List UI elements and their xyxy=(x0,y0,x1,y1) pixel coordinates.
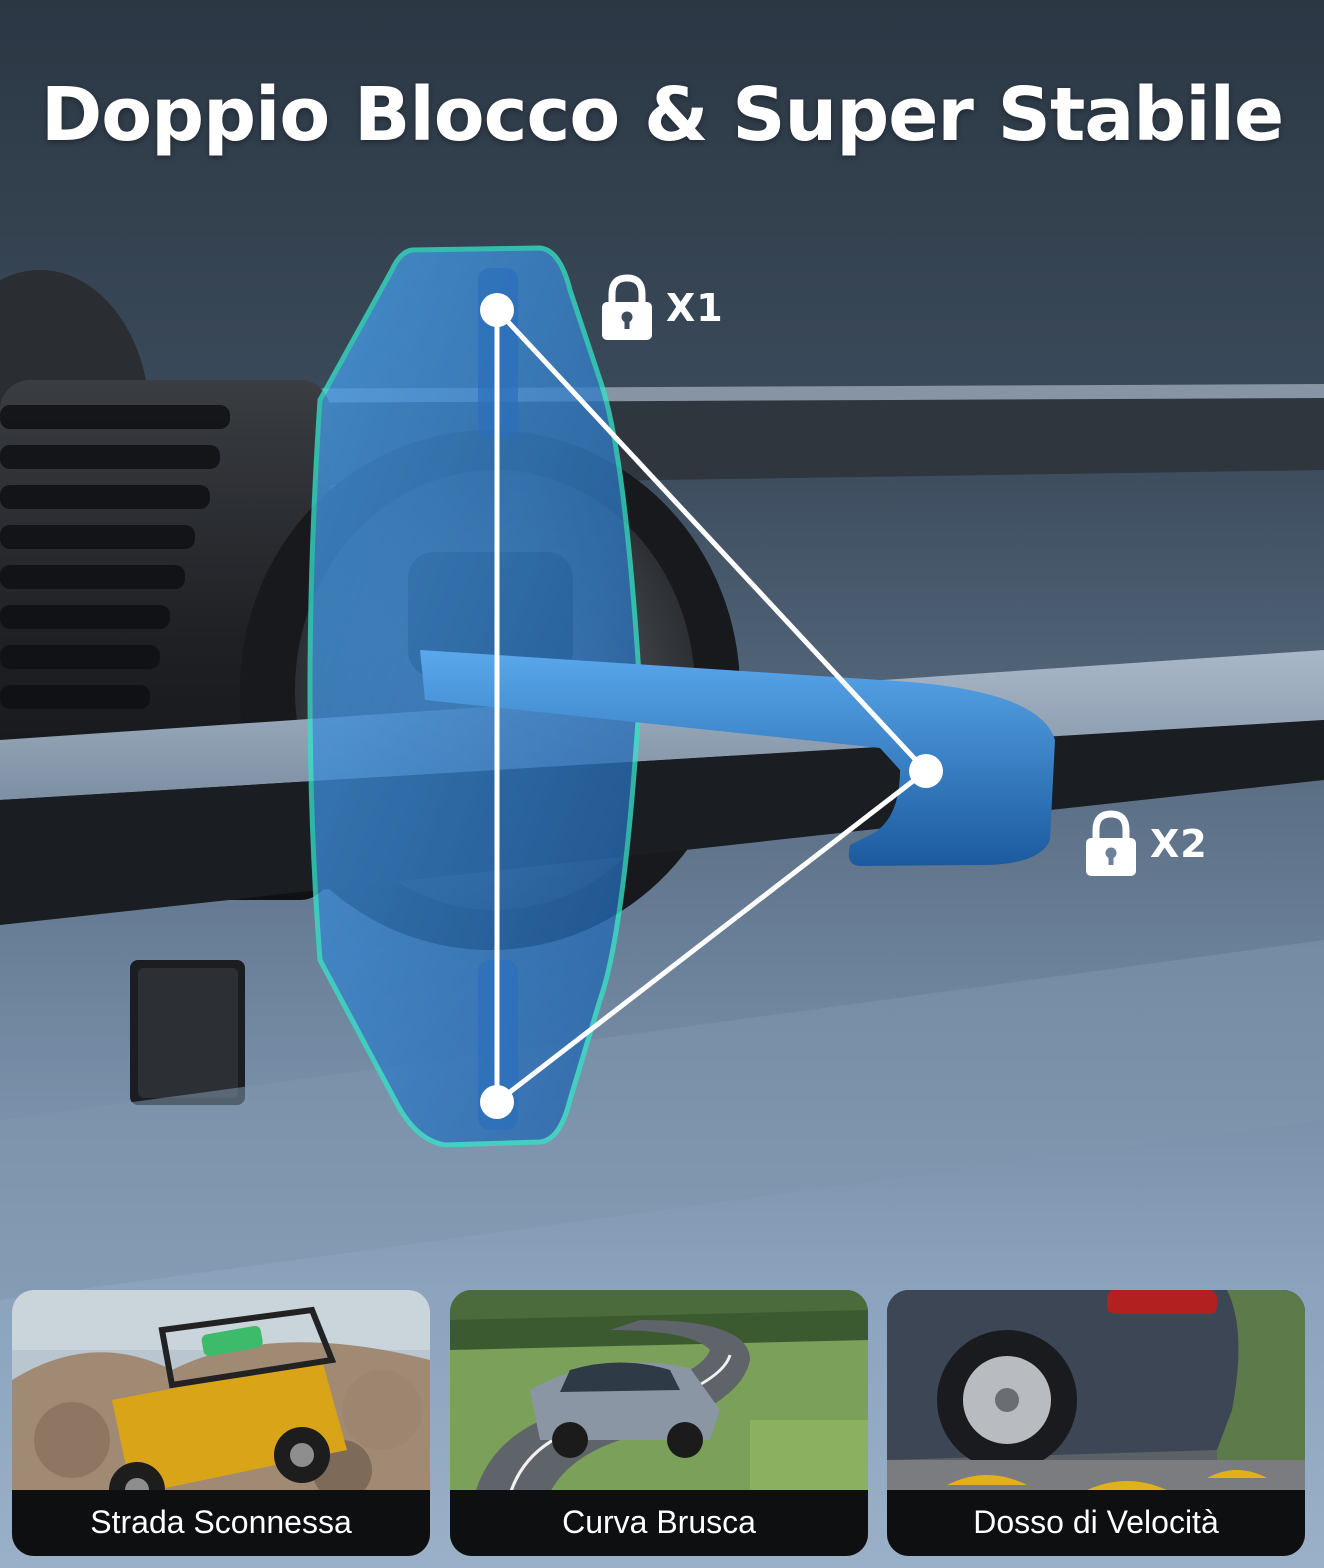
padlock-icon xyxy=(602,274,652,340)
scenario-card-rough-road: Strada Sconnessa xyxy=(12,1290,430,1556)
page-title: Doppio Blocco & Super Stabile xyxy=(40,72,1284,158)
vent-slat-lower xyxy=(0,940,1324,1300)
lock-count-label: X2 xyxy=(1150,822,1208,866)
lock-badge-x2: X2 xyxy=(1084,810,1208,878)
curve-road-photo xyxy=(450,1290,868,1556)
clamp-arm xyxy=(420,650,1055,866)
scenario-caption: Dosso di Velocità xyxy=(887,1490,1305,1556)
scenario-caption: Curva Brusca xyxy=(450,1490,868,1556)
scenario-caption: Strada Sconnessa xyxy=(12,1490,430,1556)
stability-triangle xyxy=(494,308,928,1104)
lock-badge-x1: X1 xyxy=(600,274,724,342)
scenario-card-sharp-curve: Curva Brusca xyxy=(450,1290,868,1556)
anchor-points xyxy=(480,293,943,1119)
lock-count-label: X1 xyxy=(666,286,724,330)
padlock-icon xyxy=(1086,810,1136,876)
scenario-card-speed-bump: Dosso di Velocità xyxy=(887,1290,1305,1556)
